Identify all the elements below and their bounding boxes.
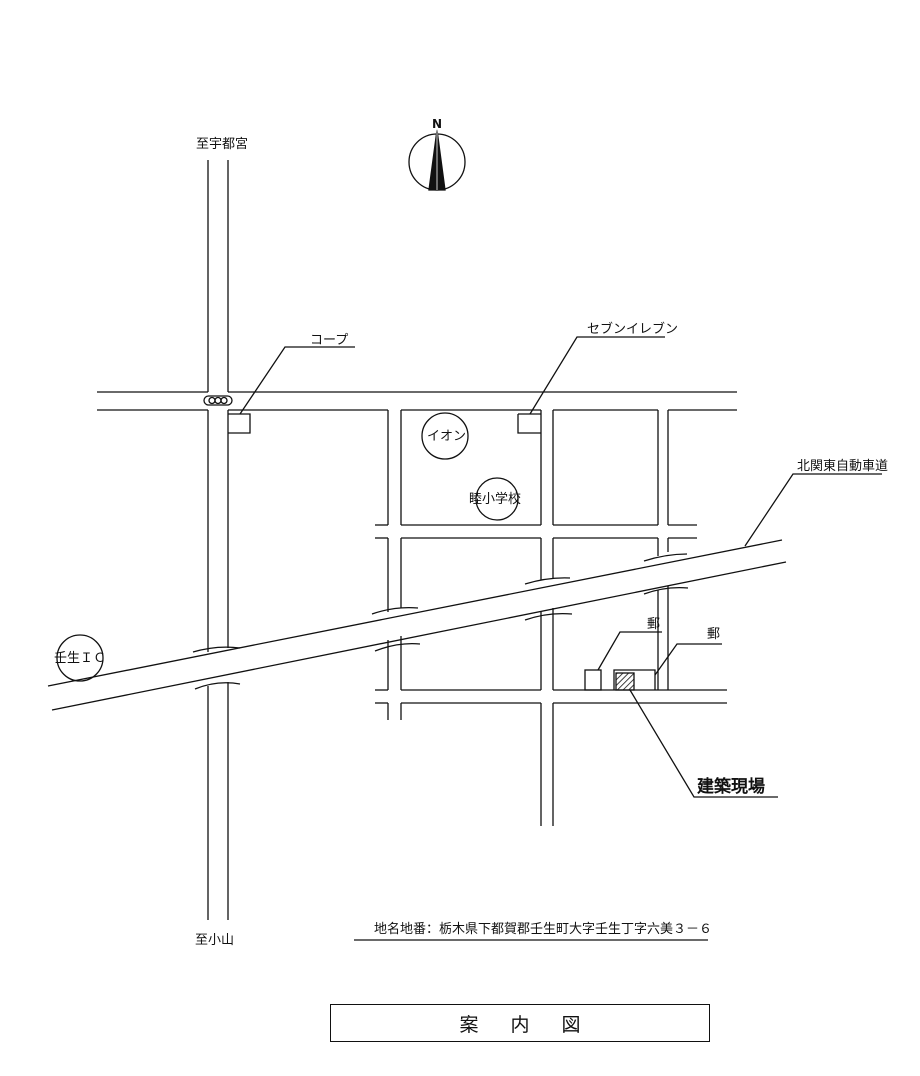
expressway-leader <box>744 473 882 547</box>
road-north-south <box>207 160 229 920</box>
post-office-label-1: 郵 <box>647 617 661 632</box>
road-east-west <box>97 391 737 411</box>
direction-north-label: 至宇都宮 <box>196 137 249 152</box>
post-office-label-2: 郵 <box>707 627 721 642</box>
coop-marker <box>228 346 355 434</box>
traffic-signal-icon <box>203 395 233 406</box>
map-title: 案内図 <box>459 1013 613 1036</box>
coop-label: コープ <box>310 333 349 348</box>
school-marker <box>475 477 519 521</box>
interchange-marker <box>56 634 104 682</box>
seven-eleven-marker <box>517 336 665 434</box>
building-site-leader <box>629 689 778 798</box>
aeon-label: イオン <box>427 429 467 444</box>
seven-eleven-label: セブンイレブン <box>587 322 679 337</box>
compass-label: N <box>432 117 443 131</box>
expressway-label: 北関東自動車道 <box>797 459 889 474</box>
post-office-marker-2 <box>613 643 722 690</box>
building-site-label: 建築現場 <box>697 777 765 797</box>
school-label: 睦小学校 <box>469 492 522 507</box>
aeon-marker <box>421 412 469 460</box>
north-arrow-icon <box>408 129 466 191</box>
street-grid <box>375 410 727 826</box>
interchange-label: 壬生ＩＣ <box>54 651 107 666</box>
overpass-marks <box>192 553 689 690</box>
expressway-road <box>47 539 787 711</box>
direction-south-label: 至小山 <box>195 933 235 948</box>
address-text: 地名地番：栃木県下都賀郡壬生町大字壬生丁字六美３－６ <box>374 922 713 937</box>
post-office-marker-1 <box>584 631 662 691</box>
building-site-marker <box>615 672 635 691</box>
map-title-box: 案内図 <box>330 1004 710 1042</box>
